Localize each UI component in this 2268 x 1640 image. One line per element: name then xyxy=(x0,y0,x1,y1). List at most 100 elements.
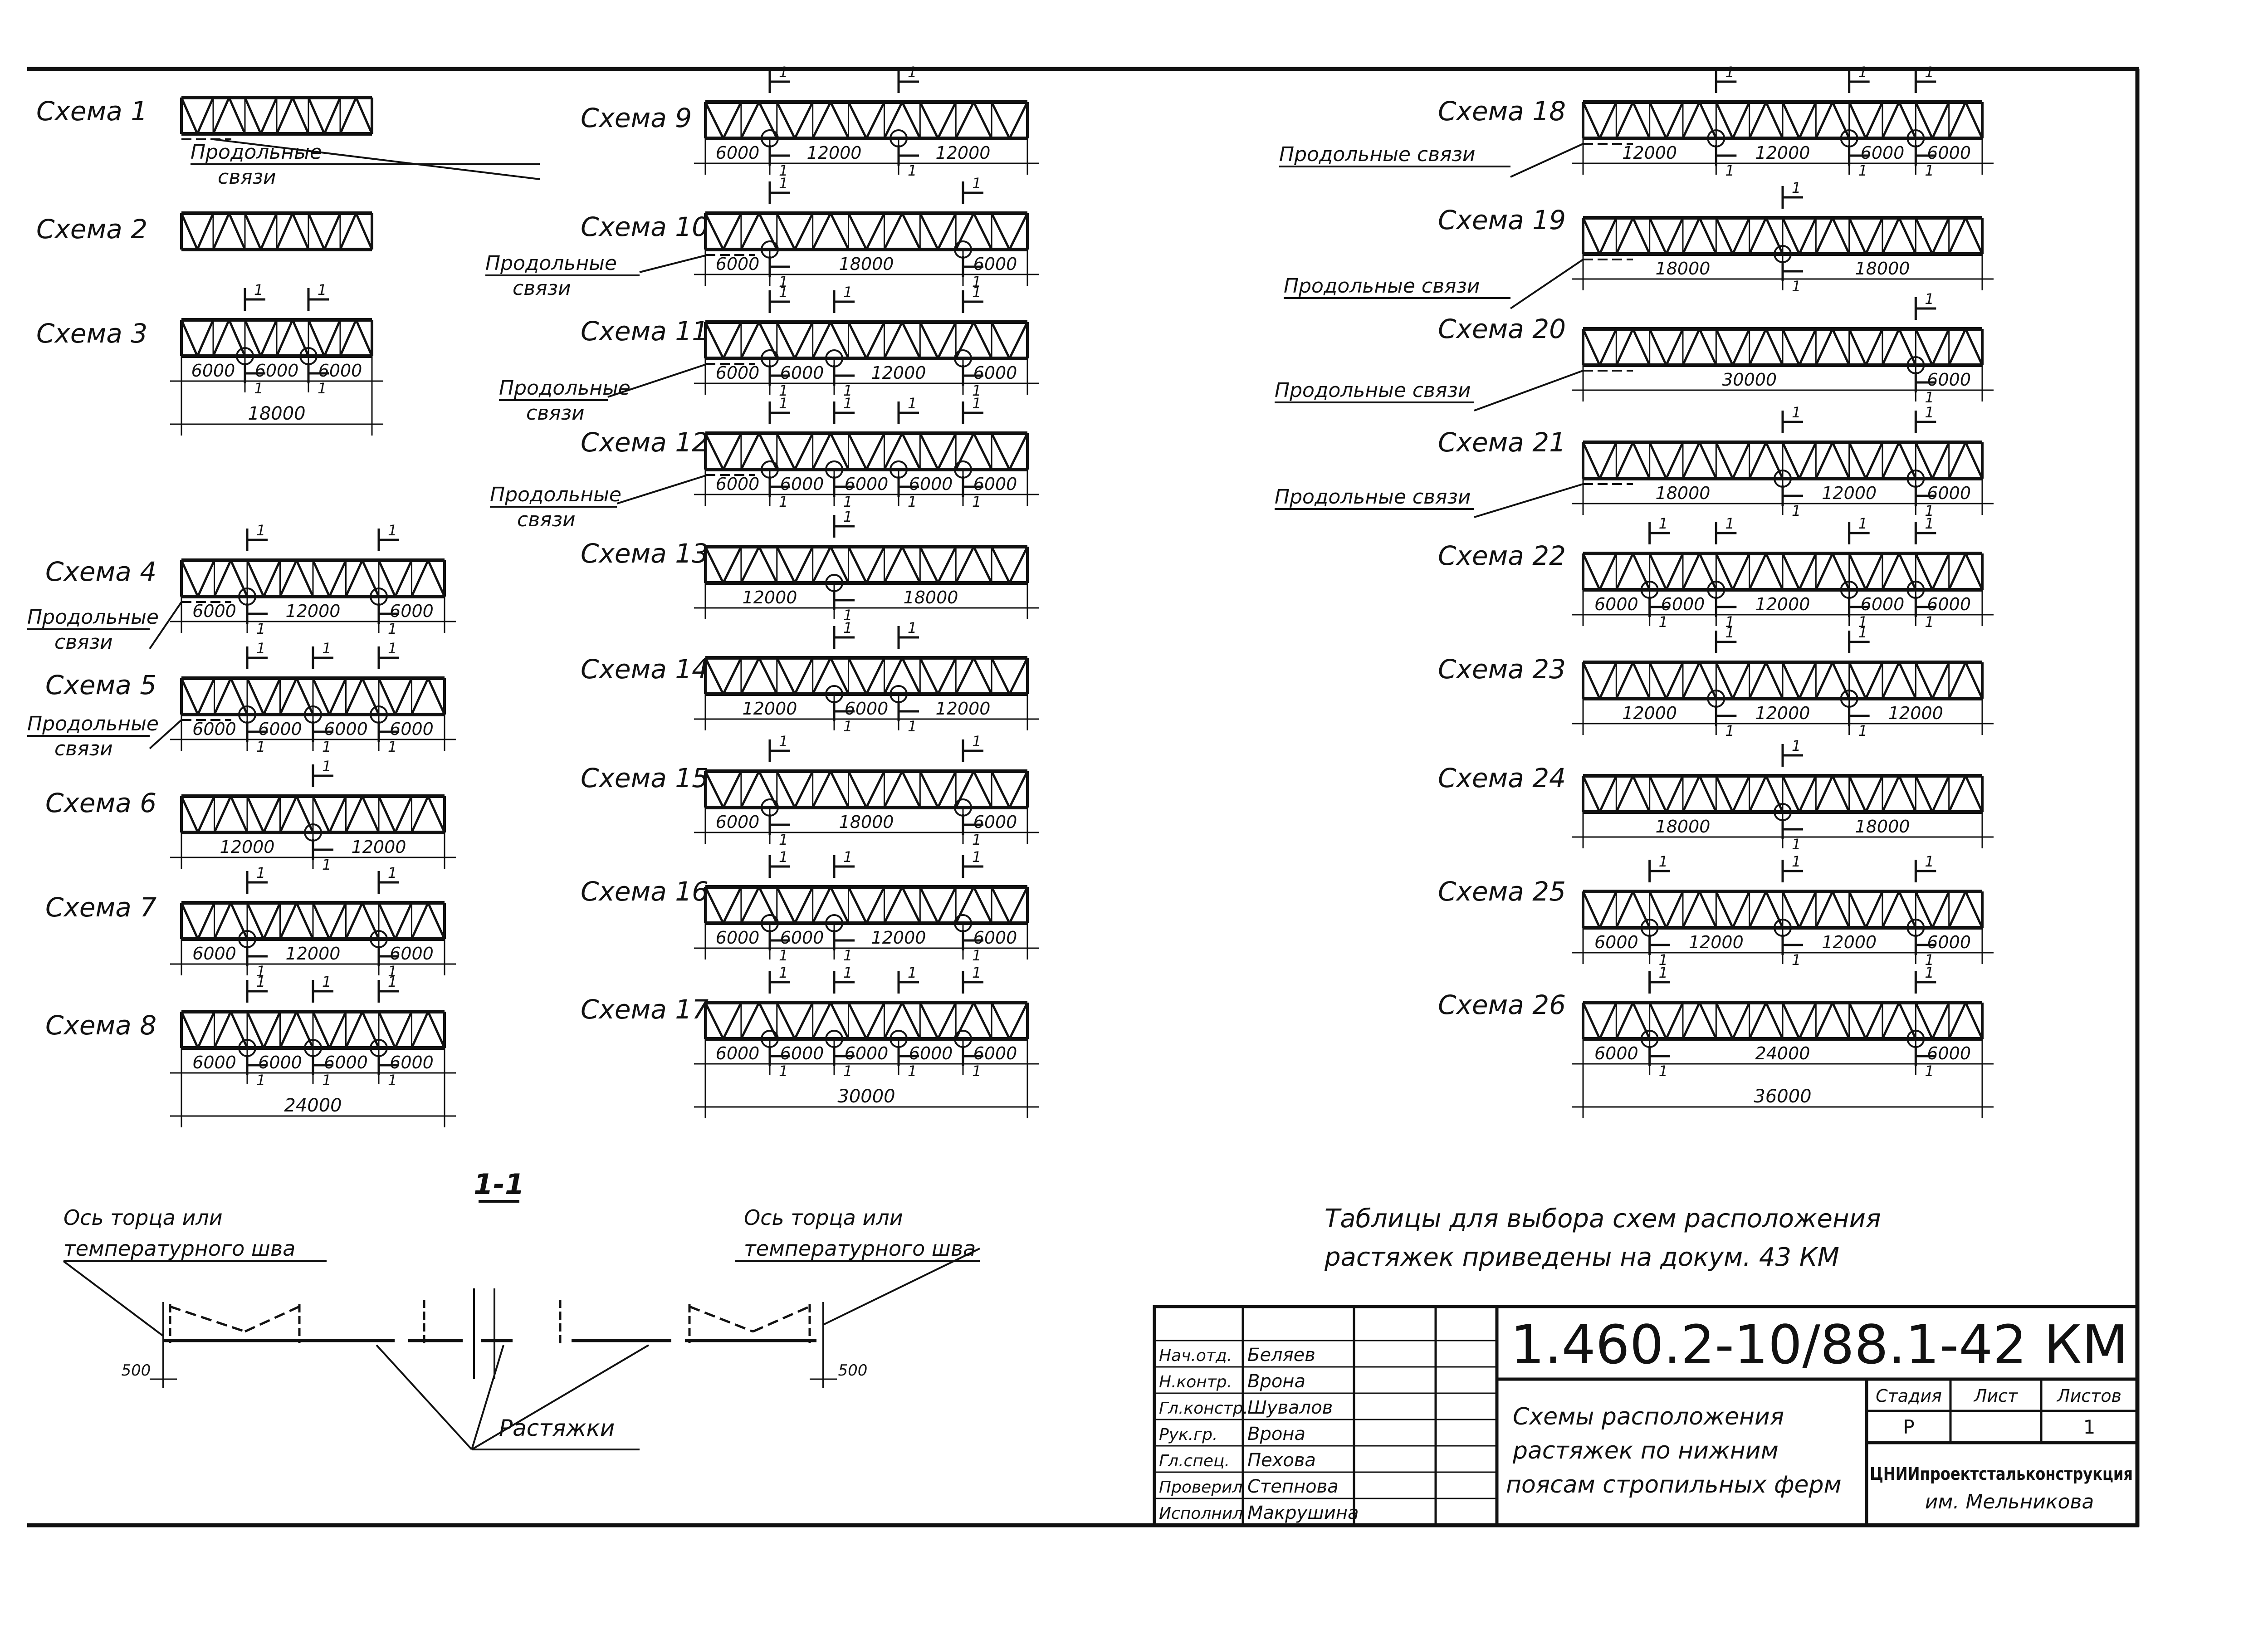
truss-diagonal xyxy=(883,1002,904,1040)
truss-diagonal xyxy=(1598,891,1618,929)
truss-diagonal xyxy=(758,321,778,359)
truss-diagonal xyxy=(1915,1002,1934,1040)
truss-diagonal xyxy=(1865,217,1884,255)
truss-diagonal xyxy=(1948,328,1967,366)
truss-diagonal xyxy=(1781,1002,1800,1040)
bracing-label-l2: связи xyxy=(517,508,576,531)
truss-diagonal xyxy=(312,677,331,715)
dimension-value: 30000 xyxy=(1722,370,1777,390)
truss-diagonal xyxy=(1915,553,1934,591)
section-cut-number: 1 xyxy=(322,973,331,990)
truss-diagonal xyxy=(740,1002,760,1040)
section-cut-number: 1 xyxy=(972,382,981,399)
truss-diagonal xyxy=(1698,217,1717,255)
section-cut-number: 1 xyxy=(1792,404,1801,421)
section-cut-number: 1 xyxy=(843,718,852,735)
section-cut-number: 1 xyxy=(908,162,917,179)
truss-diagonal xyxy=(1781,661,1800,700)
truss-diagonal xyxy=(740,657,760,695)
truss-diagonal xyxy=(990,321,1011,359)
truss-diagonal xyxy=(230,902,249,940)
axis-note-right-l1: Ось торца или xyxy=(744,1205,903,1230)
dimension-value: 6000 xyxy=(258,719,302,739)
truss-diagonal xyxy=(279,1011,298,1049)
truss-diagonal xyxy=(1798,101,1817,139)
truss-diagonal xyxy=(1008,770,1029,808)
truss-diagonal xyxy=(722,770,743,808)
truss-diagonal xyxy=(901,321,921,359)
truss-diagonal xyxy=(722,546,743,584)
truss-diagonal xyxy=(1698,661,1717,700)
truss-diagonal xyxy=(973,657,993,695)
truss-diagonal xyxy=(740,432,760,470)
section-cut-number: 1 xyxy=(1858,722,1867,739)
truss-diagonal xyxy=(901,1002,921,1040)
truss-diagonal xyxy=(355,319,373,357)
ties-leader-3 xyxy=(471,1344,650,1450)
truss-diagonal xyxy=(1748,1002,1767,1040)
truss-diagonal xyxy=(291,212,310,250)
bracing-label-l1: Продольные xyxy=(191,141,322,164)
sheets-header: Листов xyxy=(2056,1386,2121,1406)
dimension-value: 6000 xyxy=(324,1053,368,1072)
scheme-title: Схема 23 xyxy=(1438,654,1566,685)
section-cut-number: 1 xyxy=(779,947,788,964)
truss-diagonal xyxy=(295,677,314,715)
truss-diagonal xyxy=(758,886,778,924)
truss-diagonal xyxy=(901,657,921,695)
truss-diagonal xyxy=(1632,661,1651,700)
truss-diagonal xyxy=(1815,891,1834,929)
truss-diagonal xyxy=(196,319,215,357)
truss-diagonal xyxy=(1632,891,1651,929)
truss-diagonal xyxy=(704,770,724,808)
truss-diagonal xyxy=(1965,328,1984,366)
truss-diagonal xyxy=(919,657,939,695)
truss-diagonal xyxy=(339,212,357,250)
dimension-value: 6000 xyxy=(192,944,236,964)
truss-diagonal xyxy=(1582,217,1601,255)
truss-diagonal xyxy=(1948,1002,1967,1040)
section-cut-number: 1 xyxy=(843,508,852,525)
truss-diagonal xyxy=(1748,217,1767,255)
truss-diagonal xyxy=(1731,775,1750,813)
dimension-value: 18000 xyxy=(1855,817,1910,837)
truss-diagonal xyxy=(1731,553,1750,591)
section-cut-number: 1 xyxy=(1725,64,1734,81)
scheme-title: Схема 22 xyxy=(1438,540,1566,571)
truss-diagonal xyxy=(1698,1002,1717,1040)
section-cut-number: 1 xyxy=(1925,1062,1934,1080)
truss-diagonal xyxy=(1632,217,1651,255)
truss-diagonal xyxy=(1715,1002,1734,1040)
truss-diagonal xyxy=(1698,891,1717,929)
truss-diagonal xyxy=(811,1002,832,1040)
dimension-value: 12000 xyxy=(743,699,797,719)
truss-diagonal xyxy=(865,101,885,139)
truss-diagonal xyxy=(1965,891,1984,929)
truss-diagonal xyxy=(883,101,904,139)
truss-diagonal xyxy=(1765,101,1784,139)
truss-diagonal xyxy=(811,657,832,695)
truss-diagonal xyxy=(1665,441,1684,480)
truss-diagonal xyxy=(954,212,975,250)
section-cut-number: 1 xyxy=(318,281,327,299)
truss-diagonal xyxy=(1915,441,1934,480)
truss-diagonal xyxy=(1865,553,1884,591)
truss-diagonal xyxy=(1915,661,1934,700)
section-cut-number: 1 xyxy=(843,947,852,964)
truss-diagonal xyxy=(865,321,885,359)
truss-diagonal xyxy=(1781,328,1800,366)
section-cut-number: 1 xyxy=(972,947,981,964)
truss-diagonal xyxy=(1965,217,1984,255)
truss-diagonal xyxy=(323,97,342,135)
scheme-title: Схема 19 xyxy=(1438,205,1566,235)
dimension-value: 6000 xyxy=(324,719,368,739)
section-cut-number: 1 xyxy=(388,1072,397,1089)
section-cut-number: 1 xyxy=(779,831,788,848)
truss-diagonal xyxy=(259,319,278,357)
truss-diagonal xyxy=(411,1011,430,1049)
tb-role: Проверил xyxy=(1159,1478,1243,1497)
truss-diagonal xyxy=(1632,441,1651,480)
